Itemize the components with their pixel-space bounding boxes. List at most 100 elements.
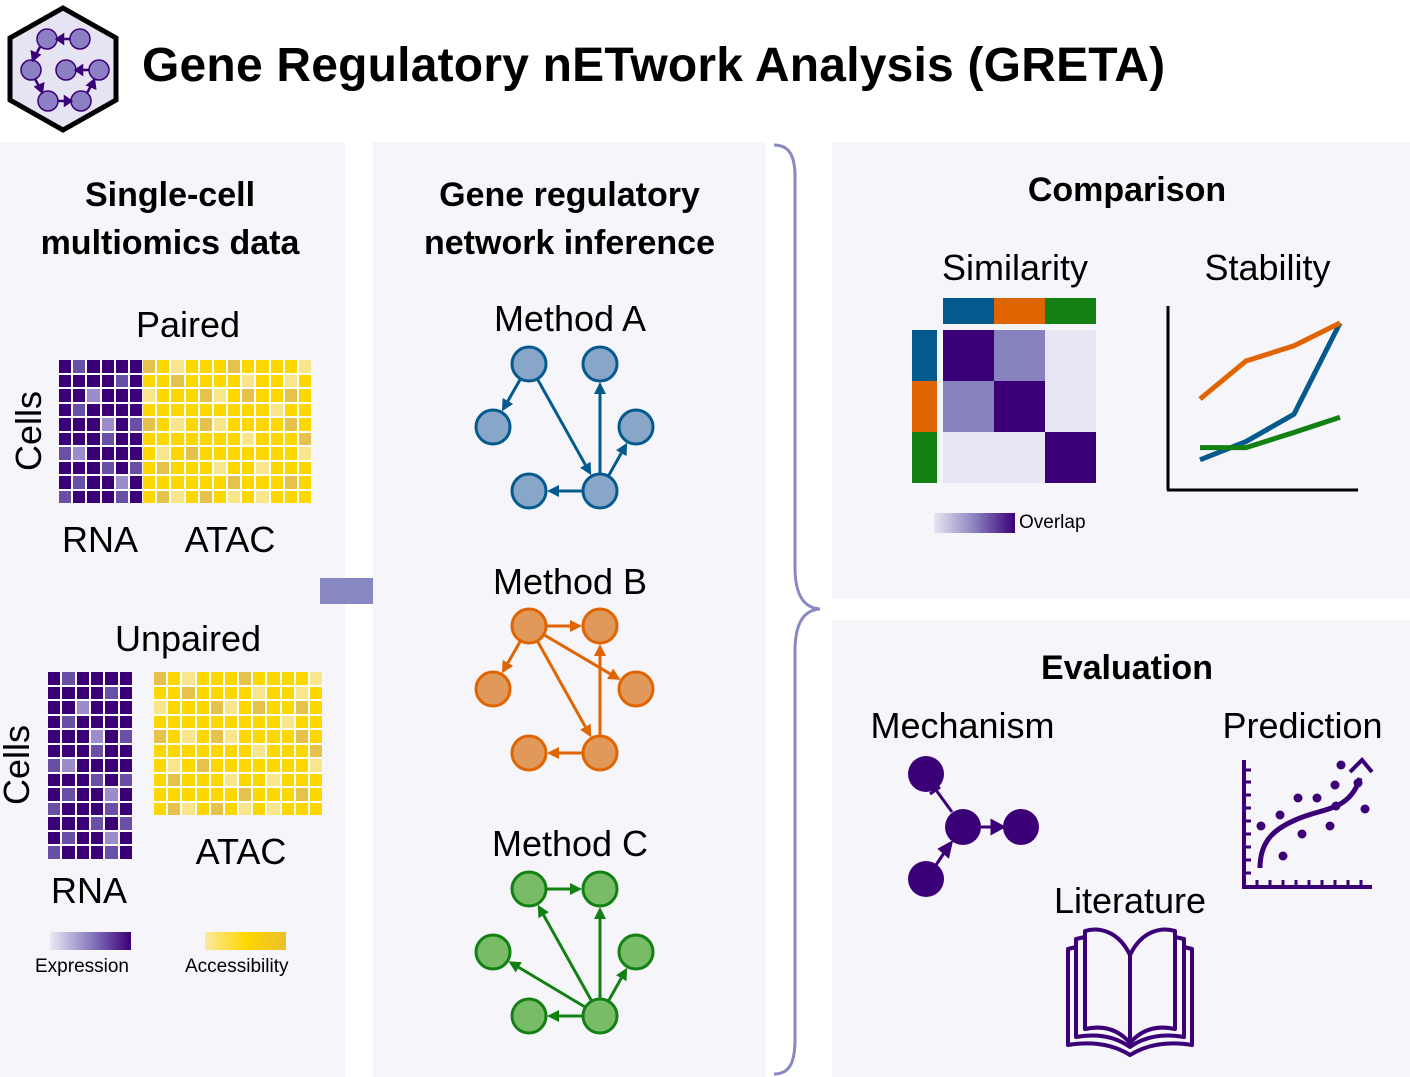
stability-series-line [1198, 320, 1342, 401]
atac-cell [284, 360, 297, 373]
edge-arrowhead [508, 961, 522, 973]
rna-cell [101, 389, 114, 402]
accessibility-legend-label: Accessibility [185, 956, 289, 977]
rna-cell [87, 360, 100, 373]
atac-cell [309, 730, 322, 743]
atac-cell [182, 802, 195, 815]
method-b-network [474, 607, 655, 772]
atac-cell [213, 476, 226, 489]
network-edge [506, 640, 522, 664]
atac-cell [143, 360, 156, 373]
atac-cell [267, 730, 280, 743]
rna-cell [129, 403, 142, 416]
atac-cell [157, 389, 170, 402]
rna-cell [48, 802, 61, 816]
atac-cell [224, 715, 237, 728]
unpaired-atac-label: ATAC [195, 831, 287, 872]
atac-cell [228, 490, 241, 503]
atac-cell [298, 403, 311, 416]
atac-cell [213, 461, 226, 474]
atac-cell [157, 476, 170, 489]
edge-arrowhead [580, 723, 592, 738]
mechanism-network-icon [908, 756, 1039, 897]
rna-cell [48, 744, 61, 758]
mechanism-label: Mechanism [870, 705, 1055, 746]
atac-cell [242, 461, 255, 474]
rna-cell [73, 490, 86, 503]
atac-cell [182, 701, 195, 714]
rna-cell [115, 432, 128, 445]
atac-cell [298, 476, 311, 489]
atac-cell [295, 759, 308, 772]
atac-cell [295, 715, 308, 728]
atac-cell [242, 389, 255, 402]
atac-cell [182, 744, 195, 757]
atac-cell [284, 490, 297, 503]
rna-cell [73, 360, 86, 373]
page-title: Gene Regulatory nETwork Analysis (GRETA) [142, 39, 1166, 92]
atac-cell [239, 686, 252, 699]
rna-cell [48, 686, 61, 700]
atac-cell [182, 759, 195, 772]
rna-cell [87, 403, 100, 416]
atac-cell [168, 788, 181, 801]
edge-arrowhead [607, 668, 621, 680]
rna-cell [73, 374, 86, 387]
literature-label: Literature [1053, 880, 1207, 921]
atac-cell [210, 788, 223, 801]
atac-cell [253, 788, 266, 801]
atac-cell [168, 686, 181, 699]
atac-cell [239, 802, 252, 815]
similarity-cell [994, 330, 1045, 381]
rna-cell [115, 418, 128, 431]
rna-cell [73, 403, 86, 416]
atac-cell [270, 432, 283, 445]
atac-cell [224, 802, 237, 815]
rna-cell [90, 730, 104, 743]
edge-arrowhead [594, 907, 606, 919]
atac-cell [154, 802, 167, 815]
literature-book-icon [1066, 927, 1194, 1057]
atac-cell [199, 476, 212, 489]
atac-cell [309, 788, 322, 801]
rna-cell [73, 447, 86, 460]
atac-cell [242, 476, 255, 489]
rna-cell [59, 374, 72, 387]
rna-cell [73, 389, 86, 402]
atac-cell [213, 403, 226, 416]
paired-cells-label: Cells [8, 391, 49, 472]
paired-label: Paired [135, 304, 241, 345]
atac-cell [157, 374, 170, 387]
atac-cell [267, 672, 280, 685]
atac-cell [210, 715, 223, 728]
atac-cell [154, 773, 167, 786]
network-edge [535, 640, 587, 728]
paired-atac-heatmap [143, 360, 311, 503]
atac-cell [295, 802, 308, 815]
rna-cell [62, 672, 75, 685]
edge-arrowhead [616, 442, 628, 457]
similarity-heatmap [912, 298, 1096, 483]
atac-cell [267, 715, 280, 728]
atac-cell [224, 744, 237, 757]
rna-cell [76, 773, 89, 787]
rna-cell [129, 432, 142, 445]
rna-cell [48, 730, 61, 743]
curly-brace-icon [773, 143, 821, 1076]
atac-cell [281, 788, 294, 801]
atac-cell [281, 730, 294, 743]
rna-cell [76, 744, 89, 758]
atac-cell [154, 672, 167, 685]
atac-cell [239, 759, 252, 772]
atac-cell [185, 418, 198, 431]
network-node [581, 607, 619, 645]
atac-cell [242, 432, 255, 445]
rna-cell [101, 360, 114, 373]
rna-cell [62, 744, 75, 758]
atac-cell [256, 374, 269, 387]
similarity-column-color [994, 298, 1045, 324]
similarity-cell [1045, 381, 1096, 432]
atac-cell [224, 773, 237, 786]
rna-cell [119, 788, 132, 801]
atac-cell [185, 461, 198, 474]
